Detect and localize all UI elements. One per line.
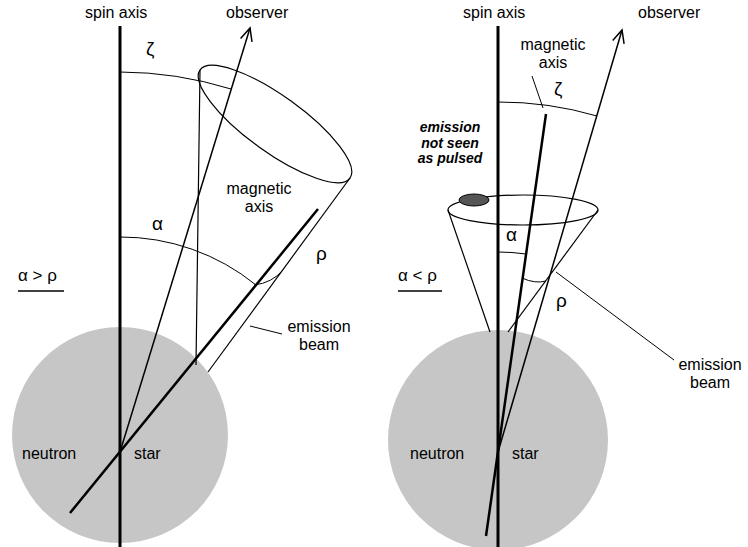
- magnetic-axis-line: [486, 114, 546, 536]
- case-label-holder: α < ρ: [398, 266, 437, 285]
- angle-symbol-holder: ρ: [316, 243, 327, 264]
- underline: [398, 290, 442, 292]
- angle-arc: [120, 237, 256, 285]
- beam-edge: [448, 210, 490, 332]
- angle-symbol-holder: α: [152, 213, 163, 234]
- beam-rim: [184, 47, 367, 201]
- axis-label: spin axis: [463, 4, 525, 22]
- star-label-holder: neutron: [410, 445, 464, 463]
- beam-label: emission beam: [286, 318, 352, 354]
- axis-label-holder: magnetic axis: [224, 180, 294, 216]
- beam-edge: [508, 210, 598, 332]
- axis-label: spin axis: [85, 4, 147, 22]
- beam-label-holder: emission beam: [676, 356, 744, 392]
- note-label: emission not seen as pulsed: [414, 120, 486, 167]
- observer-line: [120, 28, 250, 452]
- neutron-star: neutron star: [12, 327, 228, 543]
- beam-rim: [448, 195, 598, 225]
- angle-symbol: α: [506, 224, 517, 245]
- axis-label-holder: spin axis: [463, 4, 525, 22]
- note-label-holder: emission not seen as pulsed: [414, 120, 486, 167]
- case-label-holder: α > ρ: [18, 266, 57, 285]
- angle-arc: [498, 252, 526, 254]
- angle-symbol: ρ: [556, 290, 567, 311]
- star-label: star: [134, 445, 161, 463]
- angle-symbol-holder: ζ: [554, 78, 562, 99]
- angle-arc: [498, 102, 597, 116]
- axis-label: magnetic axis: [224, 180, 294, 216]
- beam-label-holder: emission beam: [286, 318, 352, 354]
- angle-symbol: α: [152, 213, 163, 234]
- underline: [18, 290, 64, 292]
- axis-label: observer: [226, 4, 288, 22]
- observer-line: [498, 30, 622, 452]
- star-label: star: [512, 445, 539, 463]
- star-label-holder: neutron: [22, 445, 76, 463]
- case-label: α > ρ: [18, 266, 57, 285]
- star-label: neutron: [410, 445, 464, 463]
- leader-line: [556, 272, 674, 360]
- axis-label: observer: [638, 4, 700, 22]
- axis-label-holder: observer: [638, 4, 700, 22]
- star-label: neutron: [22, 445, 76, 463]
- leader-line: [250, 326, 282, 334]
- arrow-head: [241, 28, 252, 42]
- angle-arc: [120, 72, 231, 89]
- magnetic-axis-line: [70, 209, 318, 513]
- axis-label: magnetic axis: [518, 36, 588, 72]
- unpulsed-spot: [459, 194, 489, 206]
- axis-label-holder: spin axis: [85, 4, 147, 22]
- angle-symbol-holder: ρ: [556, 290, 567, 311]
- angle-symbol: ζ: [554, 78, 562, 99]
- angle-arc: [522, 278, 546, 282]
- spin-axis-line: [497, 26, 500, 547]
- angle-symbol-holder: α: [506, 224, 517, 245]
- spin-axis-line: [119, 26, 122, 547]
- star-label-holder: star: [134, 445, 161, 463]
- axis-label-holder: observer: [226, 4, 288, 22]
- beam-edge: [196, 70, 200, 365]
- case-label: α < ρ: [398, 266, 437, 285]
- neutron-star: neutron star: [388, 330, 608, 547]
- angle-symbol-holder: ζ: [146, 38, 154, 59]
- angle-symbol: ρ: [316, 243, 327, 264]
- axis-label-holder: magnetic axis: [518, 36, 588, 72]
- beam-label: emission beam: [676, 356, 744, 392]
- angle-symbol: ζ: [146, 38, 154, 59]
- arrow-head: [613, 30, 624, 44]
- leader-line: [532, 76, 543, 108]
- star-label-holder: star: [512, 445, 539, 463]
- angle-arc: [254, 270, 283, 285]
